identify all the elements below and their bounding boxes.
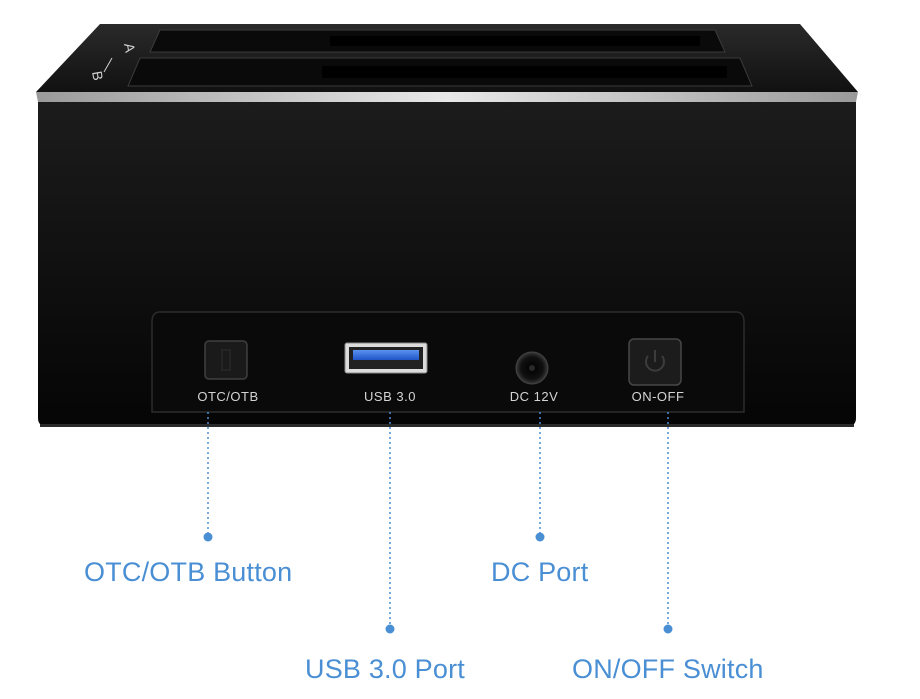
callout-dc-port: DC Port xyxy=(491,557,589,587)
power-icon xyxy=(645,350,665,372)
bay-letter-b: B xyxy=(89,70,106,82)
leader-dot-otc xyxy=(203,532,213,542)
port-panel xyxy=(151,311,745,413)
otc-otb-button[interactable] xyxy=(204,340,248,380)
callout-otc-otb-button: OTC/OTB Button xyxy=(84,557,293,587)
label-otc-otb: OTC/OTB xyxy=(197,389,258,404)
label-on-off: ON-OFF xyxy=(632,389,685,404)
bay-letter-a: A xyxy=(121,42,138,55)
leader-dot-usb xyxy=(385,624,395,634)
label-usb-3-0: USB 3.0 xyxy=(364,389,416,404)
leader-dot-onoff xyxy=(663,624,673,634)
label-dc-12v: DC 12V xyxy=(510,389,559,404)
device-rim xyxy=(36,92,858,102)
callout-usb-3-0-port: USB 3.0 Port xyxy=(305,654,465,684)
callout-on-off-switch: ON/OFF Switch xyxy=(572,654,764,684)
leader-dot-dc xyxy=(535,532,545,542)
